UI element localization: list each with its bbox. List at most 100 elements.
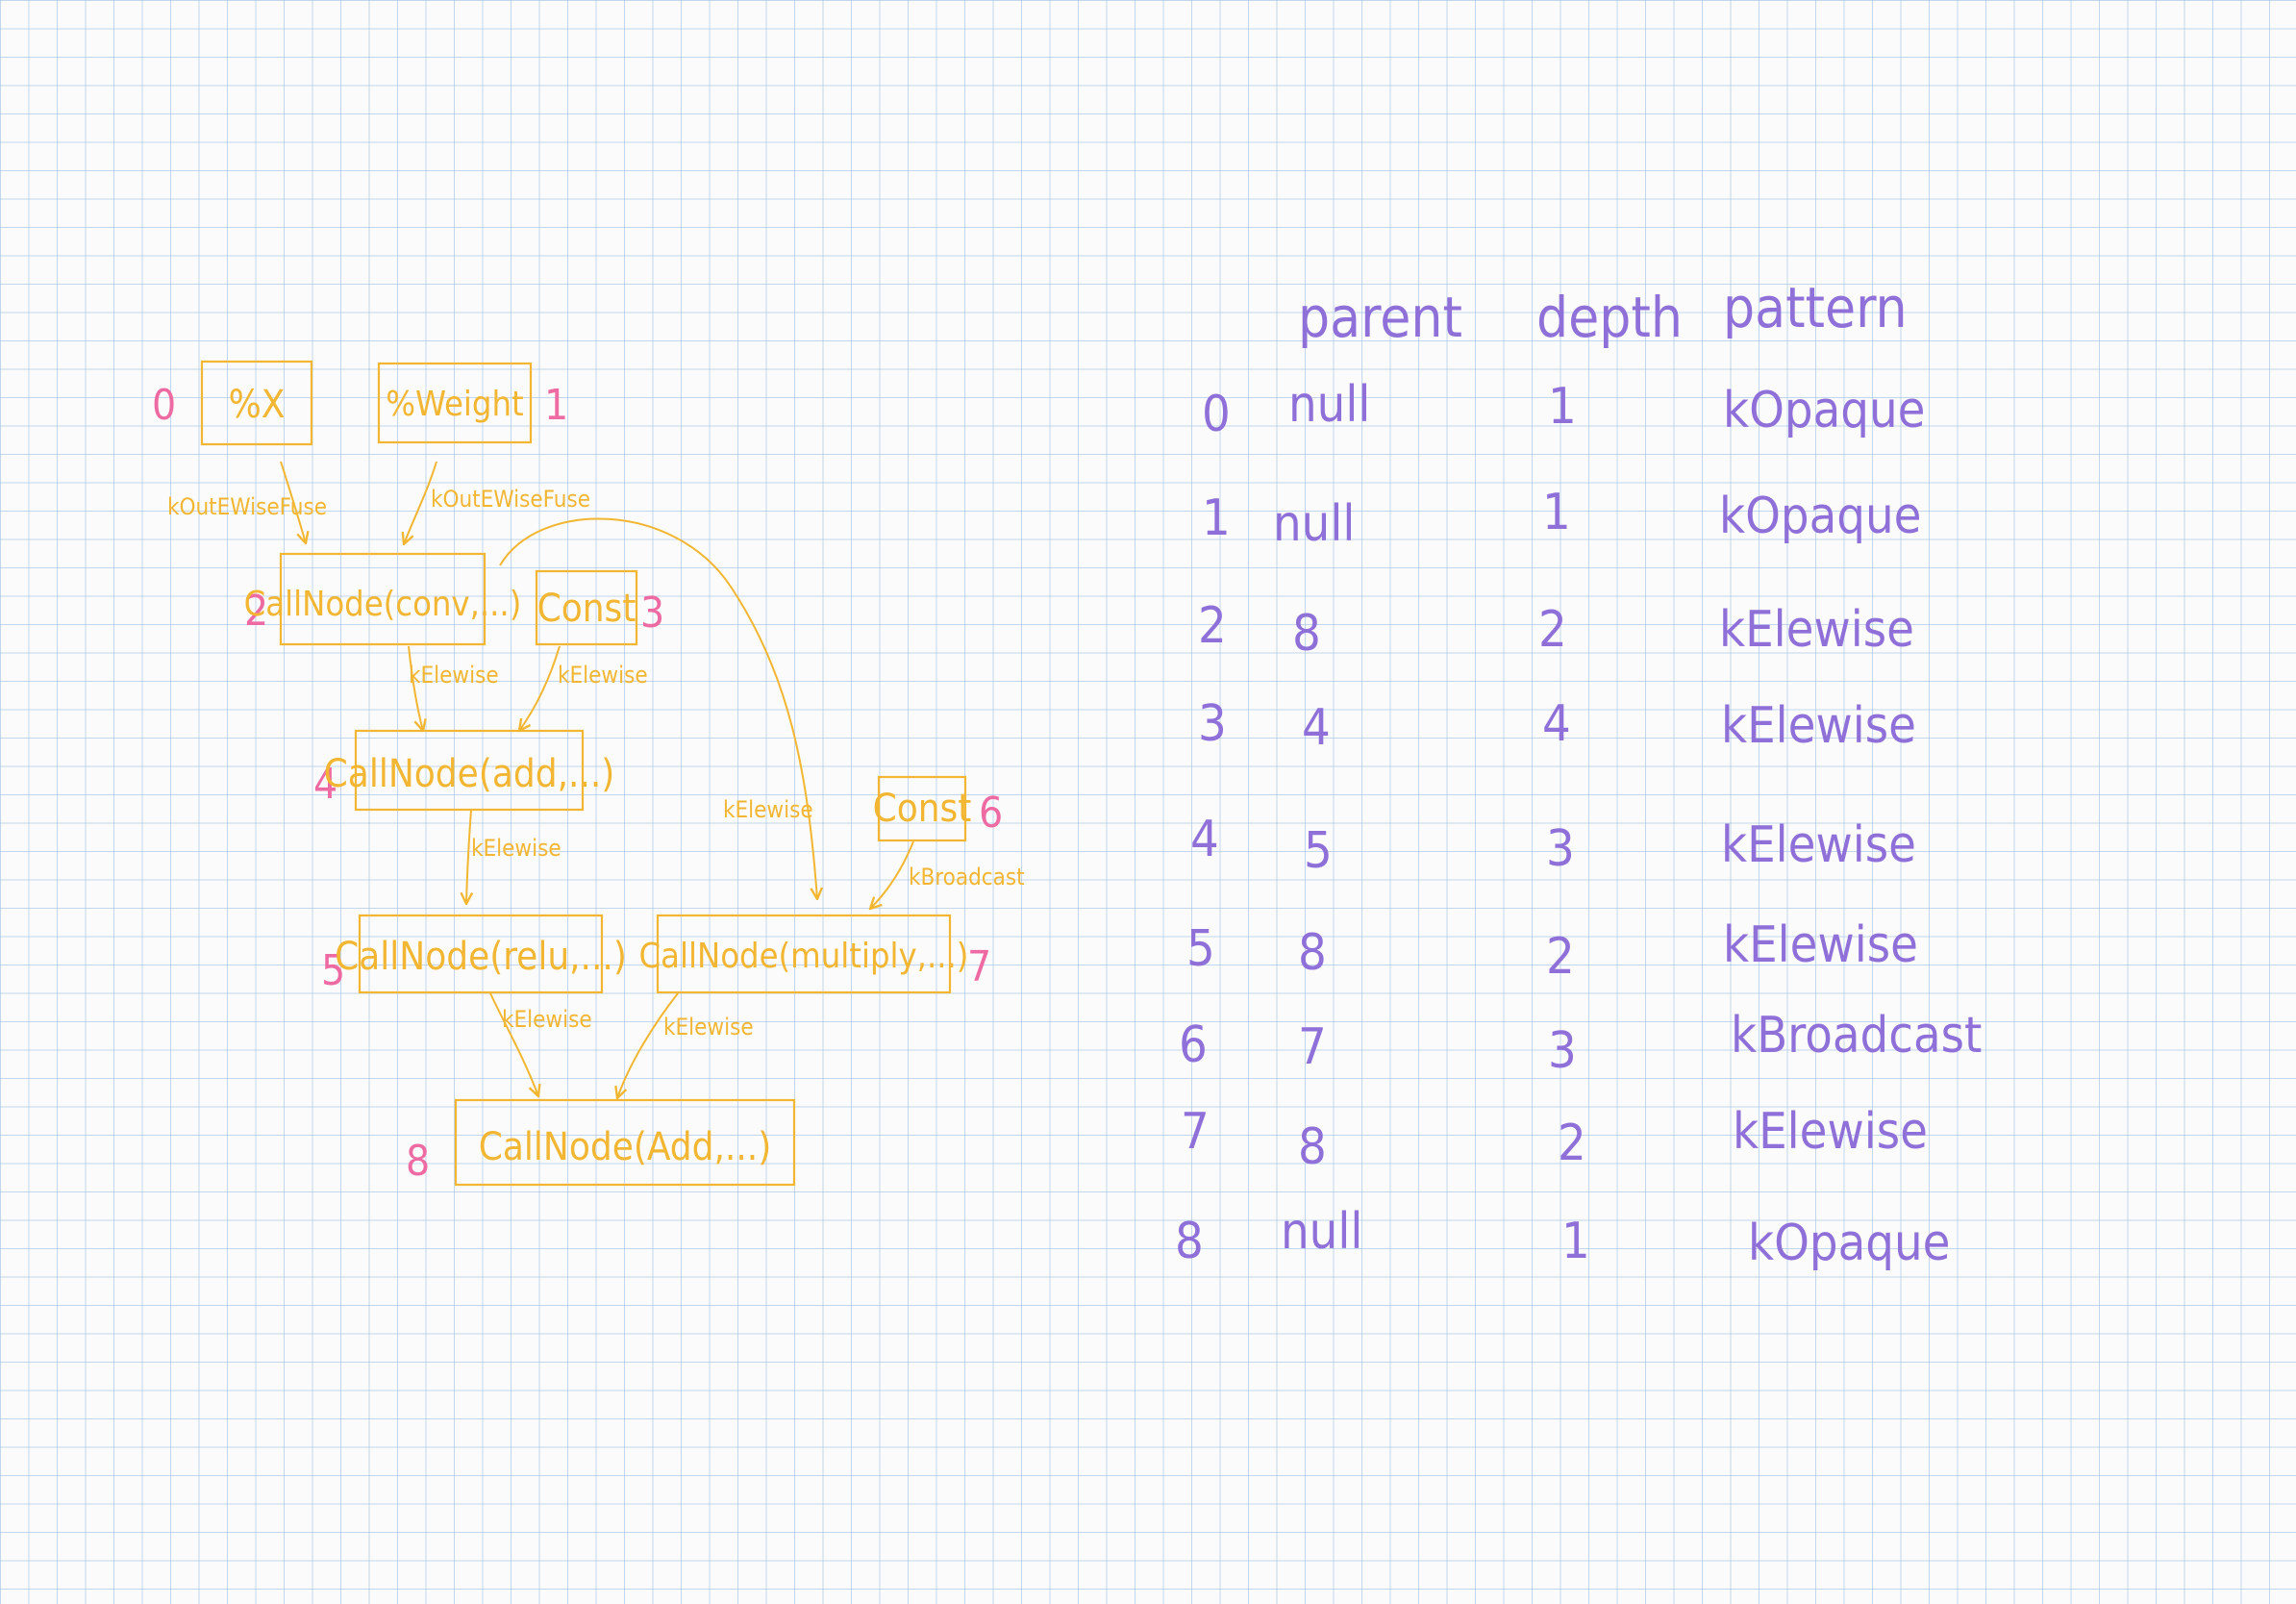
edge-labels: kOutEWiseFuse kOutEWiseFuse kElewise kEl…: [167, 486, 1025, 1040]
table-row: 3 4 4 kElewise: [1198, 695, 1916, 757]
edge-5-to-8: [489, 992, 538, 1096]
edge-label-2-to-4: kElewise: [409, 662, 499, 689]
table-row: 2 8 2 kElewise: [1198, 597, 1914, 663]
row-index: 4: [1190, 811, 1219, 868]
row-index: 7: [1181, 1103, 1210, 1161]
header-depth: depth: [1536, 285, 1683, 350]
edge-1-to-2: [404, 461, 437, 544]
table-row: 4 5 3 kElewise: [1190, 811, 1916, 880]
fusion-table: parent depth pattern 0 null 1 kOpaque 1 …: [1175, 275, 1982, 1272]
row-parent: null: [1273, 495, 1355, 553]
node-index-0: 0: [152, 381, 176, 430]
graph-node-5: 5 CallNode(relu,...): [321, 914, 627, 995]
node-index-8: 8: [406, 1137, 430, 1186]
row-parent: null: [1281, 1203, 1362, 1261]
edge-0-to-2: [280, 461, 306, 543]
row-index: 1: [1202, 489, 1231, 547]
dataflow-graph: kOutEWiseFuse kOutEWiseFuse kElewise kEl…: [152, 360, 1025, 1187]
node-label-4: CallNode(add,...): [324, 752, 615, 796]
node-label-3: Const: [537, 587, 636, 631]
row-parent: 7: [1298, 1018, 1327, 1076]
row-parent: 8: [1298, 924, 1327, 982]
row-parent: 8: [1292, 605, 1321, 663]
row-depth: 1: [1548, 378, 1577, 436]
table-row: 7 8 2 kElewise: [1181, 1103, 1928, 1176]
node-index-5: 5: [321, 946, 345, 995]
node-box-8: [454, 1098, 796, 1187]
table-row: 0 null 1 kOpaque: [1202, 376, 1925, 443]
node-box-2: [279, 552, 487, 646]
row-pattern: kOpaque: [1723, 382, 1925, 439]
graph-node-2: 2 CallNode(conv,...): [244, 552, 522, 646]
node-box-5: [358, 914, 604, 994]
row-depth: 4: [1542, 695, 1571, 753]
edge-label-0-to-2: kOutEWiseFuse: [167, 493, 327, 520]
node-box-1: [377, 362, 533, 444]
edge-4-to-5: [466, 809, 471, 904]
row-depth: 1: [1561, 1213, 1590, 1270]
row-depth: 2: [1538, 601, 1567, 659]
table-header: parent depth pattern: [1298, 275, 1908, 350]
row-depth: 3: [1546, 820, 1575, 878]
node-label-6: Const: [873, 787, 972, 831]
row-pattern: kElewise: [1721, 816, 1916, 874]
graph-node-3: Const 3: [535, 569, 664, 646]
node-index-4: 4: [313, 760, 337, 809]
row-pattern: kOpaque: [1748, 1215, 1950, 1272]
edge-3-to-4: [519, 645, 561, 731]
graph-edges: [280, 461, 914, 1098]
header-pattern: pattern: [1723, 275, 1908, 340]
graph-node-7: CallNode(multiply,...) 7: [639, 914, 991, 994]
graph-node-8: 8 CallNode(Add,...): [406, 1098, 796, 1187]
node-index-3: 3: [640, 589, 664, 638]
edge-label-2-to-7: kElewise: [723, 796, 813, 823]
node-label-7: CallNode(multiply,...): [639, 937, 969, 976]
row-parent: null: [1288, 376, 1370, 434]
node-box-0: [200, 360, 313, 446]
node-index-1: 1: [544, 381, 568, 430]
graph-node-6: Const 6: [873, 775, 1003, 842]
table-row: 8 null 1 kOpaque: [1175, 1203, 1950, 1272]
row-index: 3: [1198, 695, 1227, 753]
node-index-6: 6: [979, 789, 1003, 838]
header-parent: parent: [1298, 285, 1462, 350]
row-pattern: kOpaque: [1719, 488, 1921, 545]
edge-label-3-to-4: kElewise: [558, 662, 648, 689]
row-index: 8: [1175, 1213, 1204, 1270]
node-label-2: CallNode(conv,...): [244, 585, 522, 624]
graph-node-4: 4 CallNode(add,...): [313, 729, 615, 812]
edge-2-to-7: [499, 517, 817, 899]
row-index: 2: [1198, 597, 1227, 655]
node-label-0: %X: [229, 383, 286, 427]
node-box-7: [656, 914, 952, 994]
node-label-8: CallNode(Add,...): [479, 1125, 772, 1169]
node-box-4: [354, 729, 585, 812]
row-index: 5: [1186, 920, 1215, 978]
row-depth: 2: [1546, 928, 1575, 986]
node-label-1: %Weight: [386, 385, 523, 424]
row-parent: 4: [1302, 699, 1331, 757]
node-label-5: CallNode(relu,...): [335, 935, 627, 979]
table-row: 1 null 1 kOpaque: [1202, 484, 1921, 553]
table-row: 6 7 3 kBroadcast: [1179, 1007, 1982, 1080]
row-pattern: kElewise: [1721, 697, 1916, 755]
row-pattern: kBroadcast: [1731, 1007, 1982, 1065]
table-row: 5 8 2 kElewise: [1186, 916, 1918, 986]
row-parent: 5: [1304, 822, 1333, 880]
row-depth: 3: [1548, 1022, 1577, 1080]
row-pattern: kElewise: [1723, 916, 1918, 974]
row-pattern: kElewise: [1719, 601, 1914, 659]
edge-label-1-to-2: kOutEWiseFuse: [431, 486, 590, 513]
node-box-6: [877, 775, 967, 842]
graph-node-1: %Weight 1: [377, 362, 568, 444]
edge-7-to-8: [617, 992, 679, 1098]
row-pattern: kElewise: [1733, 1103, 1928, 1161]
edge-label-7-to-8: kElewise: [663, 1014, 754, 1040]
edge-label-5-to-8: kElewise: [502, 1006, 592, 1033]
row-depth: 1: [1542, 484, 1571, 541]
edge-2-to-4: [408, 645, 423, 731]
node-index-7: 7: [967, 942, 991, 991]
row-index: 0: [1202, 386, 1231, 443]
row-depth: 2: [1558, 1115, 1586, 1172]
